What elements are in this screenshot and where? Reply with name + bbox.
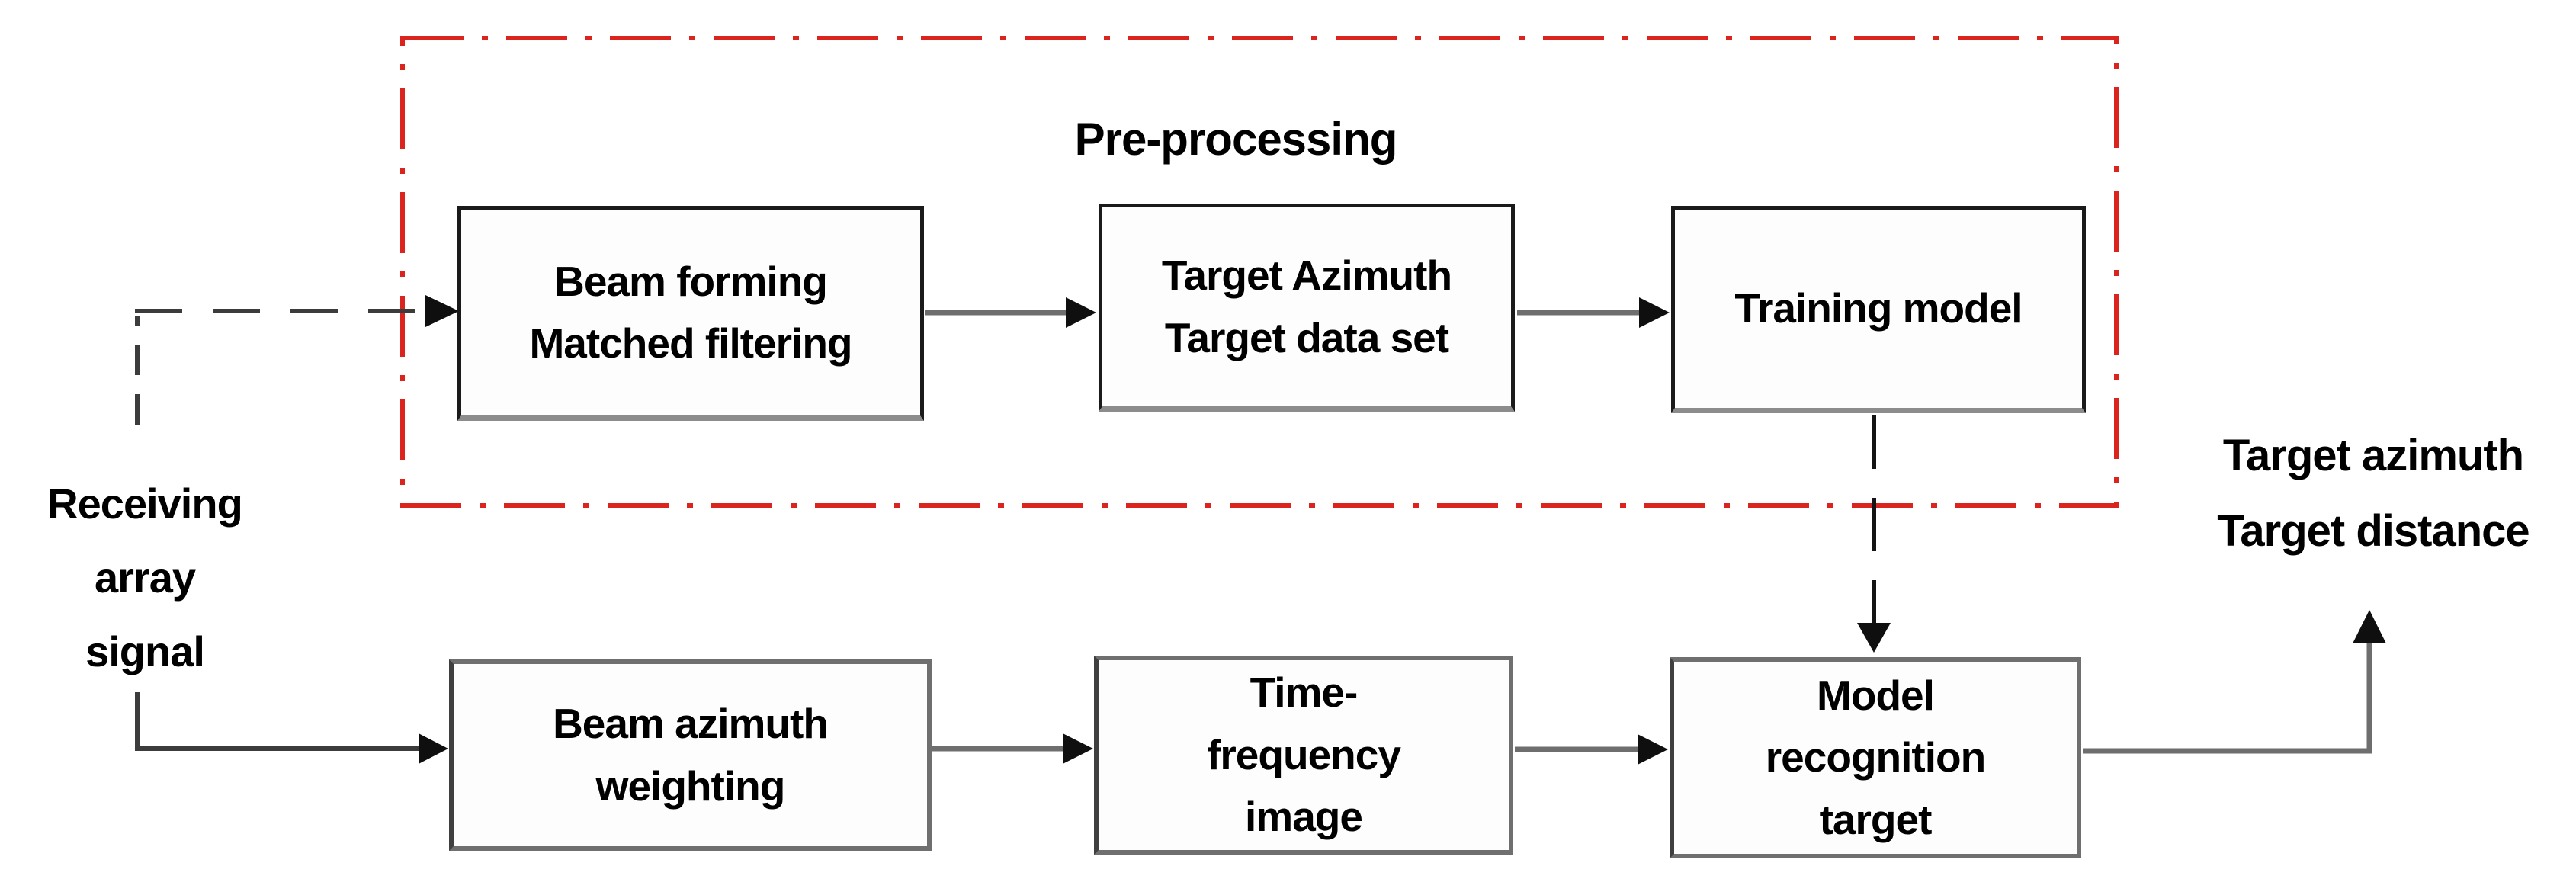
box-beam-forming: Beam forming Matched filtering [457,206,924,421]
arrowhead-to-output [2353,610,2386,643]
output-target-azimuth-distance-label: Target azimuth Target distance [2217,431,2529,556]
arrowhead-into-time-frequency [1063,733,1093,764]
receiving-to-beamazimuth-line [135,692,420,751]
box-model-recognition-target: Model recognition target [1670,657,2081,858]
preprocessing-title: Pre-processing [1074,114,1398,165]
arrowhead-into-model-recognition [1857,623,1891,653]
box-target-azimuth-data-set: Target Azimuth Target data set [1099,204,1515,412]
receiving-array-signal-label: Receiving array signal [47,480,243,675]
recognition-to-output-line [2083,643,2372,754]
box-beam-azimuth-weighting: Beam azimuth weighting [449,659,932,851]
preprocessing-boundary [400,36,2119,508]
arrowhead-into-model-recognition-left [1638,734,1668,765]
box-time-frequency-image: Time- frequency image [1094,656,1513,855]
box-training-model: Training model [1671,206,2086,413]
arrowhead-into-target-azimuth [1066,297,1096,328]
arrowhead-into-beam-azimuth [419,733,448,764]
arrowhead-into-beam-forming [425,295,459,327]
arrowhead-into-training-model [1639,297,1670,328]
